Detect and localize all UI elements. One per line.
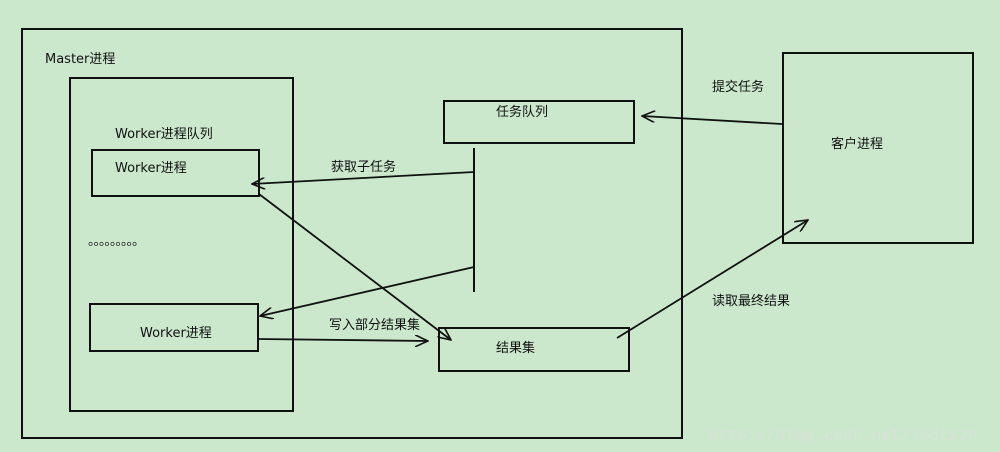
get-subtask-label: 获取子任务 <box>331 160 397 175</box>
watermark: http://blog.csdn.net/lmdcszh <box>708 425 978 444</box>
worker-2-label: Worker进程 <box>140 326 212 341</box>
client-box <box>782 52 974 244</box>
arrow-get-subtask <box>252 171 475 184</box>
worker-box-2 <box>89 303 259 352</box>
submit-task-label: 提交任务 <box>712 80 765 95</box>
task-queue-box <box>443 100 635 144</box>
worker-1-label: Worker进程 <box>115 161 187 176</box>
task-queue-label: 任务队列 <box>496 105 549 120</box>
write-partial-result-label: 写入部分结果集 <box>329 318 421 333</box>
read-final-result-label: 读取最终结果 <box>712 294 791 309</box>
arrow-submit-task <box>642 116 783 125</box>
arrow-read-final-result <box>616 220 808 339</box>
client-label: 客户进程 <box>831 137 884 152</box>
worker-queue-box <box>69 77 294 412</box>
worker-ellipsis: 。。。。。。。。。 <box>88 234 145 249</box>
result-set-box <box>438 327 630 372</box>
worker-queue-label: Worker进程队列 <box>115 127 213 142</box>
arrow-write-partial-result <box>257 339 428 341</box>
arrow-worker-1-to-result <box>258 193 451 340</box>
master-label: Master进程 <box>45 52 116 67</box>
arrow-task-to-worker-2 <box>260 266 475 316</box>
worker-box-1 <box>91 149 260 197</box>
result-set-label: 结果集 <box>496 341 536 356</box>
master-box <box>21 28 683 439</box>
